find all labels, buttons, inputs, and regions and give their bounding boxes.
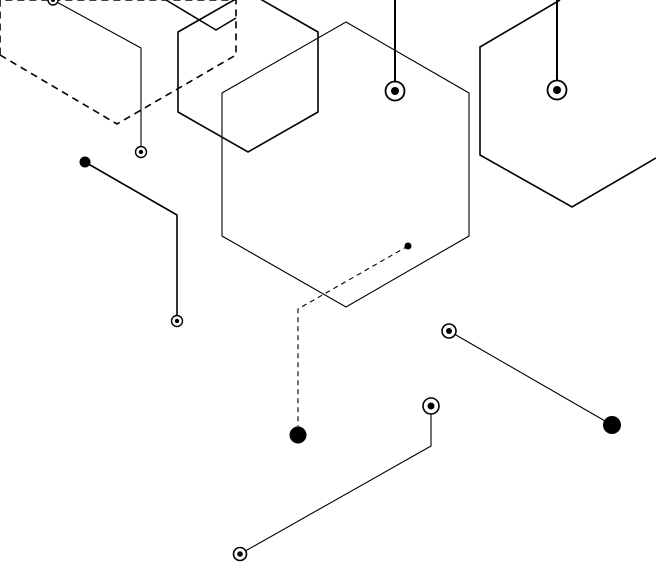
connector-line-left (84, 161, 178, 321)
solid-node-left-start (79, 156, 91, 168)
solid-node-right-end (603, 416, 621, 434)
ring-node-small-left (134, 145, 148, 159)
connector-line-top-left (52, 0, 142, 152)
hexagon-small-top-notch (165, 0, 237, 31)
dashed-hexagon-top-left (0, 0, 237, 125)
connector-line-right (448, 330, 613, 426)
ring-node-top-left (47, 0, 59, 6)
ring-node-right-start (441, 323, 457, 339)
connector-line-bottom (239, 406, 432, 555)
right-partial-hexagon (479, 0, 656, 208)
ring-node-bottom-top (422, 397, 440, 415)
ring-node-left-bottom (170, 314, 184, 328)
small-hexagon (177, 0, 319, 153)
ring-node-top-center (384, 80, 406, 102)
solid-node-center-bottom (289, 426, 307, 444)
large-hexagon (221, 21, 470, 308)
ring-node-top-right (546, 79, 568, 101)
dashed-connector-line-center (297, 245, 409, 435)
solid-node-center-small (404, 242, 412, 250)
ring-node-bottom-end (232, 546, 248, 562)
